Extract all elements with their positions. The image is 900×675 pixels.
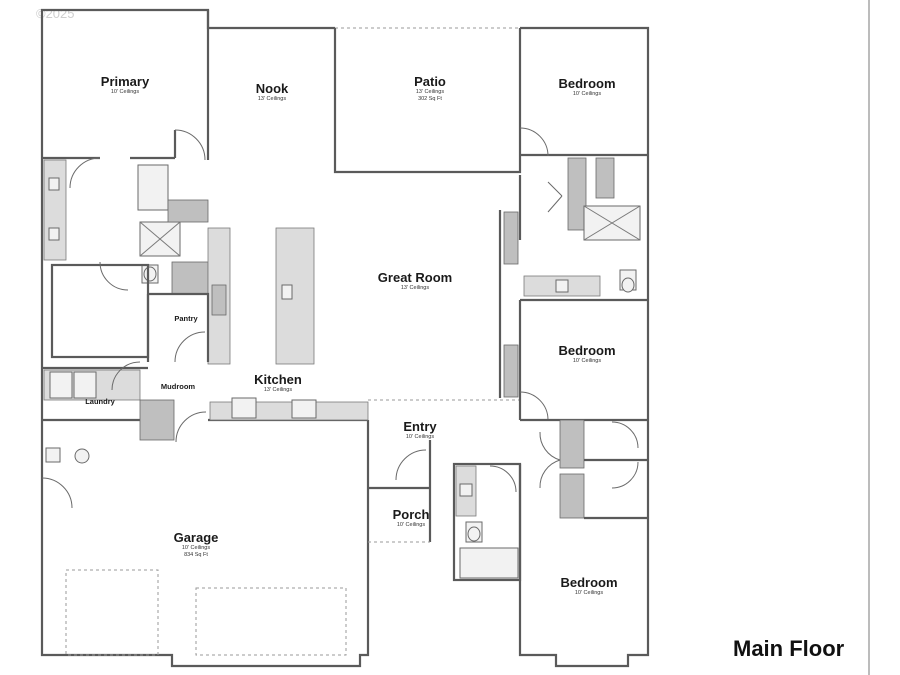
room-label-bedroom-2: Bedroom 10' Ceilings xyxy=(558,343,615,364)
room-label-bedroom-3: Bedroom 10' Ceilings xyxy=(560,575,617,596)
room-name: Primary xyxy=(101,74,150,89)
room-label-kitchen: Kitchen 13' Ceilings xyxy=(254,372,302,393)
sink-icon xyxy=(555,279,569,293)
room-ceiling: 10' Ceilings xyxy=(573,358,602,364)
bedroom-wing xyxy=(519,127,648,520)
media-wall xyxy=(503,344,519,398)
exterior-walls xyxy=(40,8,650,668)
sheet-title: Main Floor xyxy=(733,636,845,661)
room-label-nook: Nook 13' Ceilings xyxy=(256,81,289,102)
parking-space xyxy=(65,569,159,656)
room-name: Nook xyxy=(256,81,289,96)
room-name: Porch xyxy=(393,507,430,522)
kitchen-area xyxy=(41,227,369,509)
room-name: Bedroom xyxy=(558,343,615,358)
room-ceiling: 10' Ceilings xyxy=(111,89,140,95)
room-name: Patio xyxy=(414,74,446,89)
room-label-porch: Porch 10' Ceilings xyxy=(393,507,430,528)
room-area: 834 Sq Ft xyxy=(184,552,208,558)
primary-closet xyxy=(50,263,150,359)
sink-icon xyxy=(48,177,60,191)
room-label-bedroom-1: Bedroom 10' Ceilings xyxy=(558,76,615,97)
room-label-entry: Entry 10' Ceilings xyxy=(403,419,437,440)
sink-icon xyxy=(281,284,293,300)
room-label-great-room: Great Room 13' Ceilings xyxy=(378,270,452,291)
room-ceiling: 10' Ceilings xyxy=(575,590,604,596)
parking-space xyxy=(195,587,347,656)
fridge-icon xyxy=(231,397,257,419)
room-label-pantry: Pantry xyxy=(174,314,198,323)
range-icon xyxy=(211,284,227,316)
room-name: Great Room xyxy=(378,270,452,285)
room-name: Mudroom xyxy=(161,382,195,391)
room-name: Garage xyxy=(174,530,219,545)
room-area: 302 Sq Ft xyxy=(418,96,442,102)
entry-area xyxy=(368,440,522,582)
media-wall xyxy=(503,211,519,265)
water-heater-icon xyxy=(45,447,61,463)
room-name: Bedroom xyxy=(558,76,615,91)
sink-icon xyxy=(48,227,60,241)
room-ceiling: 10' Ceilings xyxy=(397,522,426,528)
hall-bath xyxy=(452,462,522,582)
room-name: Pantry xyxy=(174,314,198,323)
room-ceiling: 13' Ceilings xyxy=(258,96,287,102)
room-label-mudroom: Mudroom xyxy=(161,382,195,391)
room-name: Entry xyxy=(403,419,437,434)
primary-suite xyxy=(42,129,209,359)
dishwasher-icon xyxy=(291,399,317,419)
dryer-icon xyxy=(73,371,97,399)
room-label-garage: Garage 10' Ceilings 834 Sq Ft xyxy=(174,530,219,558)
room-label-laundry: Laundry xyxy=(85,397,115,406)
sink-icon xyxy=(459,483,473,497)
room-name: Kitchen xyxy=(254,372,302,387)
room-ceiling: 13' Ceilings xyxy=(416,89,445,95)
primary-vanity xyxy=(43,159,67,261)
room-ceiling: 13' Ceilings xyxy=(264,387,293,393)
room-ceiling: 10' Ceilings xyxy=(406,434,435,440)
bathtub-icon xyxy=(459,547,519,579)
bathtub-icon xyxy=(137,164,169,211)
washer-icon xyxy=(49,371,73,399)
room-ceiling: 10' Ceilings xyxy=(182,545,211,551)
room-label-patio: Patio 13' Ceilings 302 Sq Ft xyxy=(414,74,446,102)
room-name: Bedroom xyxy=(560,575,617,590)
room-ceiling: 10' Ceilings xyxy=(573,91,602,97)
room-ceiling: 13' Ceilings xyxy=(401,285,430,291)
room-label-primary: Primary 10' Ceilings xyxy=(101,74,150,95)
room-name: Laundry xyxy=(85,397,115,406)
